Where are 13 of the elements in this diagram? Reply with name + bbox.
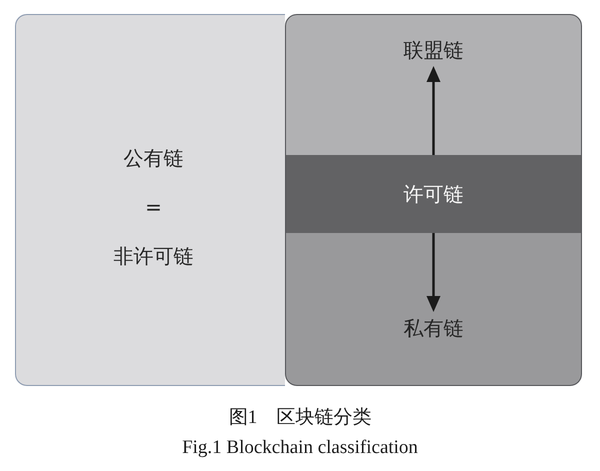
node-label: 联盟链 xyxy=(404,37,464,63)
equals-sign: = xyxy=(145,194,162,220)
figure-caption: Fig.1 Blockchain classification xyxy=(182,436,418,460)
rounded-panel xyxy=(285,14,582,386)
highlight-band xyxy=(286,155,581,233)
band-label: 许可链 xyxy=(404,181,464,207)
arrow xyxy=(426,233,440,312)
node-label: 非许可链 xyxy=(114,243,194,269)
figure-caption: 图1 区块链分类 xyxy=(228,406,372,430)
node-label: 公有链 xyxy=(124,145,184,171)
node-label: 私有链 xyxy=(404,315,464,341)
rounded-panel xyxy=(15,14,285,386)
arrow xyxy=(426,66,440,155)
